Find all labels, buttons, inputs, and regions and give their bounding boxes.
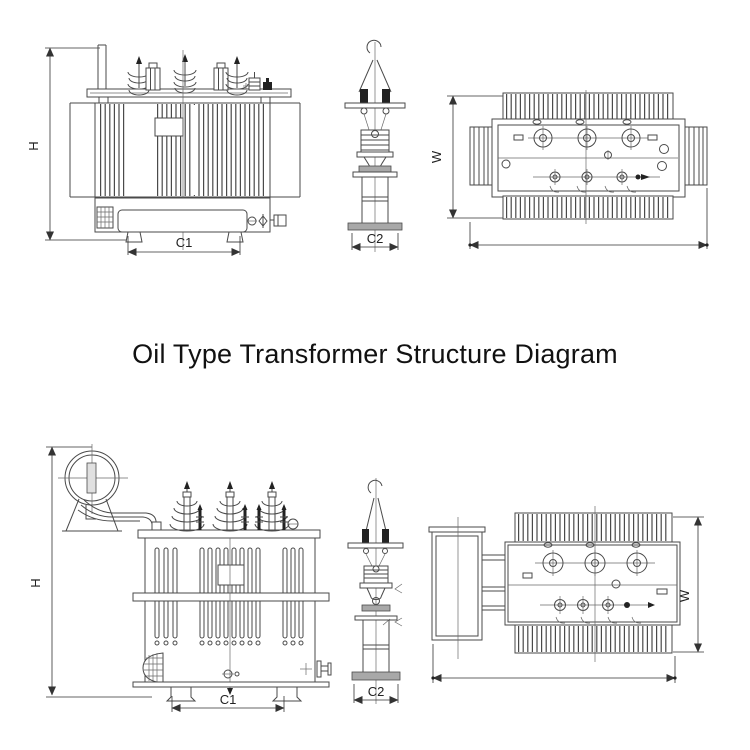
bottom-side-lifting-view: C2 [347, 478, 404, 704]
tank-body-tubes [132, 537, 332, 695]
tap-changer-rings [248, 72, 261, 91]
dimension-length-bottom [431, 644, 677, 683]
lifting-beam [344, 102, 406, 109]
dimension-w-bottom: W [673, 516, 704, 653]
rail-left [469, 126, 493, 186]
oil-level-gauge [86, 462, 97, 494]
tank-body-corrugated [69, 50, 301, 250]
support-column-side [347, 171, 403, 231]
side-valve-bottom [300, 660, 332, 678]
label-h-top: H [26, 141, 41, 150]
side-valve-stub [270, 214, 287, 227]
diagram-title: Oil Type Transformer Structure Diagram [132, 339, 618, 369]
conservator-top-view [428, 517, 486, 659]
label-w-bottom: W [677, 589, 692, 602]
top-side-lifting-view: C2 [344, 39, 406, 252]
channel-foot-right [271, 686, 303, 702]
tank-outline-bottom [504, 541, 681, 626]
label-w-top: W [429, 150, 444, 163]
label-h-bottom: H [28, 578, 43, 587]
bushing-stack-side-bottom [359, 565, 403, 612]
nameplate [154, 117, 184, 137]
hv-bushings-top-row [127, 53, 272, 96]
dimension-c2-bottom: C2 [353, 684, 399, 704]
support-column-bottom [351, 615, 403, 681]
conduit-pipe [97, 44, 107, 90]
drain-valve [247, 214, 268, 228]
connecting-pipes [77, 499, 162, 531]
fin-bank-lower-bottom [514, 624, 673, 654]
dimension-h-top: H [26, 47, 140, 241]
lifting-beam-bottom [347, 542, 404, 549]
foot-left [125, 231, 143, 243]
clamp-band [132, 592, 330, 602]
conservator-tank [58, 444, 128, 532]
tank-lid [86, 88, 292, 104]
dimension-w-top: W [429, 95, 505, 219]
bottom-top-view: W [428, 506, 704, 683]
bottom-front-view: H [28, 444, 332, 712]
fin-bank-upper-bottom [514, 512, 673, 543]
rail-right [684, 126, 708, 186]
label-c2-bottom: C2 [368, 684, 385, 699]
pagoda-bushings [169, 480, 299, 532]
dimension-c2-top: C2 [351, 231, 399, 251]
bottom-plate [132, 681, 330, 688]
dimension-c1-top: C1 [127, 235, 241, 256]
top-front-view: H [26, 44, 301, 256]
foot-right [226, 231, 244, 243]
base-assembly-top-row [94, 197, 287, 243]
fin-bank-lower [502, 195, 674, 220]
nameplate-bottom [217, 564, 245, 586]
label-c2-top: C2 [367, 231, 384, 246]
lifting-hook-bottom [367, 479, 383, 494]
hv-bushing-circles-bottom [508, 542, 677, 589]
hv-bushing-circles [501, 119, 669, 171]
louver-grid [96, 206, 114, 229]
top-top-view: W [429, 90, 709, 249]
oil-cap [243, 78, 272, 90]
dimension-length-top [468, 188, 709, 249]
fin-bank-upper [502, 92, 674, 121]
lifting-hook [366, 39, 382, 54]
label-c1-top: C1 [176, 235, 193, 250]
dimension-h-bottom: H [28, 446, 152, 698]
lv-bushing-circles-bottom [540, 588, 668, 624]
bushing-stack-side [356, 129, 394, 173]
label-c1-bottom: C1 [220, 692, 237, 707]
lv-bushing-circles [533, 169, 660, 193]
dimension-c1-bottom: C1 [171, 692, 285, 712]
channel-foot-left [165, 686, 197, 702]
